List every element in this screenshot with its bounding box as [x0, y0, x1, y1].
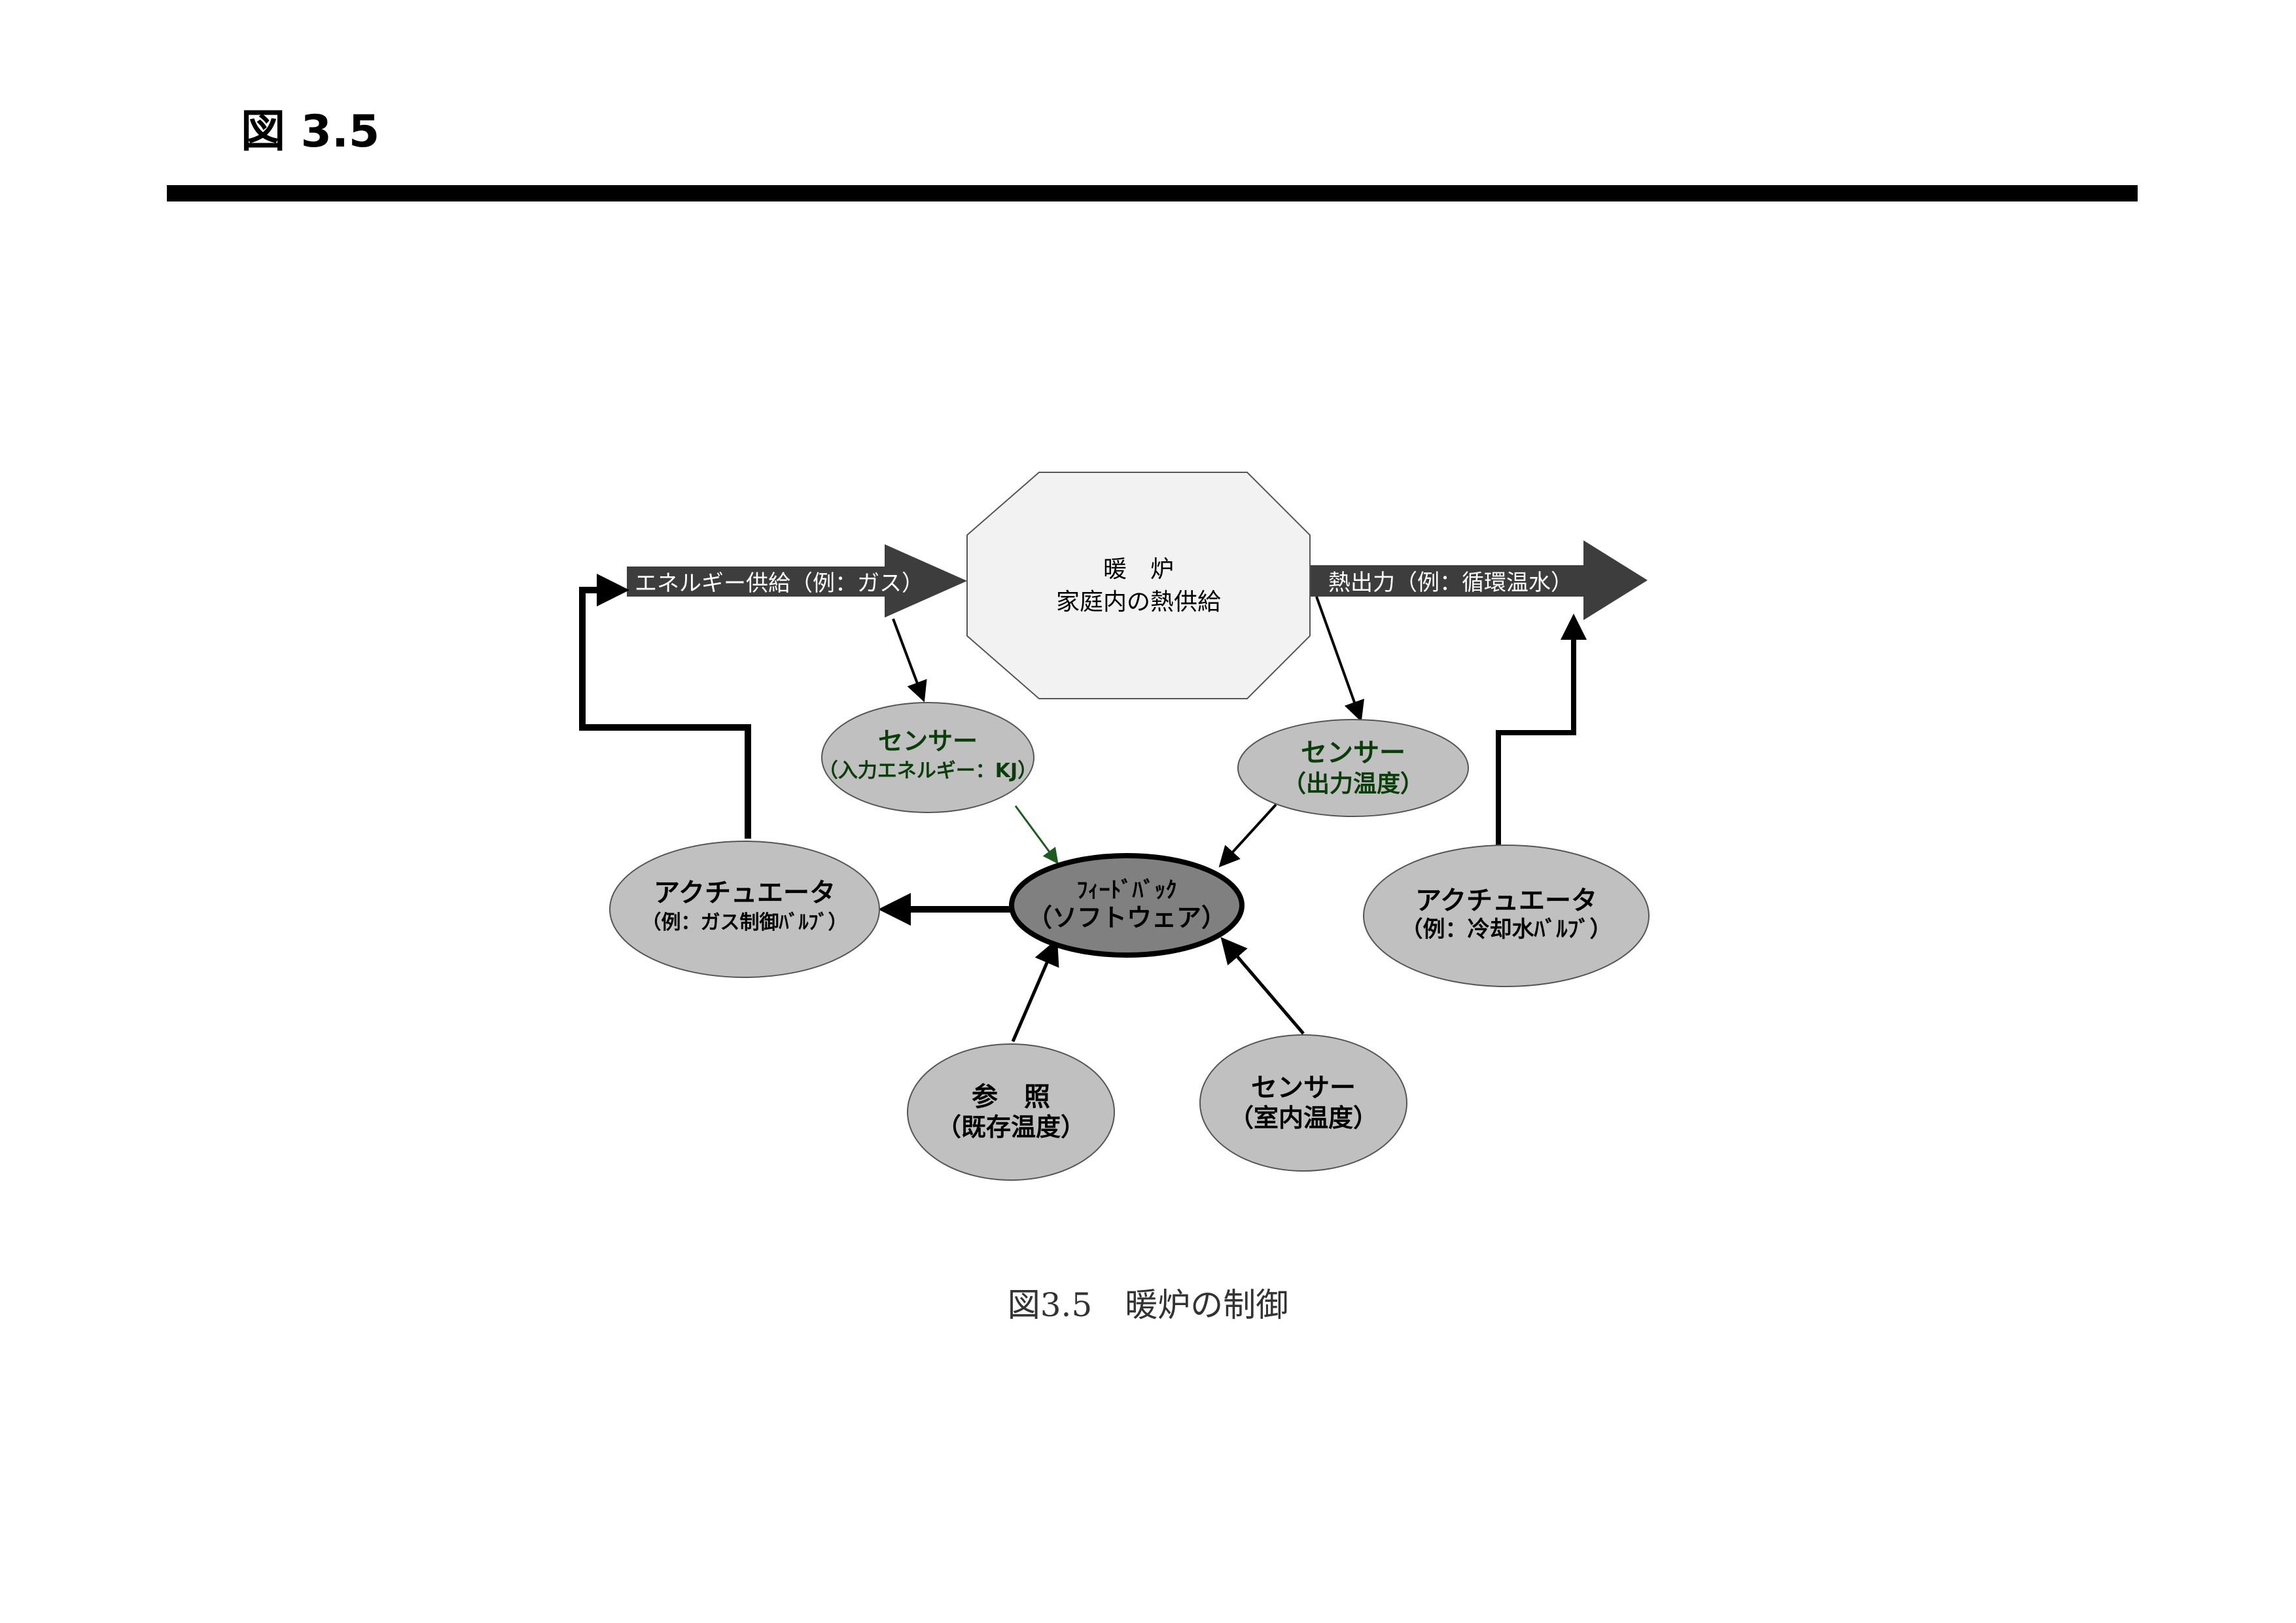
- gas-actuator-loop-line: [579, 574, 751, 839]
- reference-node: [907, 1043, 1115, 1181]
- actuator-cool-node: [1363, 845, 1650, 987]
- cool-actuator-loop-line: [1496, 614, 1587, 848]
- sensor-room-label-1: センサー: [1251, 1073, 1356, 1103]
- energy-supply-label: エネルギー供給（例：ガス）: [635, 570, 924, 597]
- actuator-gas-node: [609, 841, 880, 978]
- furnace-label-2: 家庭内の熱供給: [1056, 589, 1221, 616]
- sensor-output-node: [1237, 719, 1469, 817]
- arrow-room-sensor-to-feedback: [1220, 937, 1305, 1035]
- sensor-room-label-2: （室内温度）: [1229, 1104, 1378, 1132]
- arrow-energy-sensor-to-feedback: [1014, 805, 1059, 864]
- reference-label-2: （既存温度）: [936, 1113, 1086, 1142]
- feedback-label-2: （ソフトウェア）: [1027, 903, 1226, 932]
- actuator-cool-label-2: （例：冷却水ﾊﾞﾙﾌﾞ）: [1401, 916, 1612, 943]
- sensor-energy-label-1: センサー: [878, 727, 978, 756]
- sensor-output-label-1: センサー: [1301, 738, 1405, 768]
- arrow-furnace-to-sensor: [1315, 596, 1364, 722]
- page-title: 図 3.5: [241, 106, 380, 158]
- title-rule: [167, 185, 2138, 201]
- reference-label-1: 参 照: [972, 1082, 1050, 1112]
- arrow-supply-to-sensor: [892, 618, 927, 703]
- feedback-node: [1009, 853, 1245, 958]
- heat-output-label: 熱出力（例：循環温水）: [1328, 570, 1573, 596]
- feedback-label-1: ﾌｨｰﾄﾞﾊﾞｯｸ: [1077, 877, 1177, 903]
- furnace-label-1: 暖 炉: [1103, 556, 1174, 583]
- energy-supply-arrow: [627, 544, 967, 618]
- sensor-energy-node: [821, 702, 1034, 813]
- arrow-reference-to-feedback: [1011, 938, 1059, 1042]
- actuator-cool-label-1: アクチュエータ: [1415, 886, 1597, 916]
- actuator-gas-label-1: アクチュエータ: [654, 878, 836, 908]
- heat-output-arrow: [1309, 540, 1648, 620]
- sensor-energy-label-2: （入力エネルギー：KJ）: [819, 759, 1037, 782]
- sensor-room-node: [1199, 1034, 1407, 1172]
- furnace-octagon: [966, 472, 1311, 699]
- figure-caption: 図3.5 暖炉の制御: [1007, 1286, 1289, 1324]
- arrow-output-sensor-to-feedback: [1218, 803, 1277, 867]
- actuator-gas-label-2: （例：ガス制御ﾊﾞﾙﾌﾞ）: [642, 911, 848, 934]
- sensor-output-label-2: （出力温度）: [1282, 771, 1424, 797]
